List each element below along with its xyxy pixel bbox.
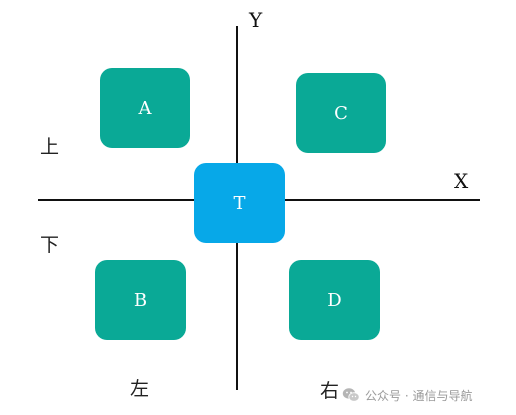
node-a: A xyxy=(100,68,190,148)
x-axis-label: X xyxy=(454,169,469,193)
node-d-label: D xyxy=(327,289,342,311)
node-b: B xyxy=(95,260,186,340)
node-c: C xyxy=(296,73,386,153)
node-c-label: C xyxy=(334,102,348,124)
node-b-label: B xyxy=(133,289,148,311)
node-t-label: T xyxy=(233,192,246,214)
direction-label-left: 左 xyxy=(130,378,150,400)
direction-label-right: 右 xyxy=(320,380,340,402)
direction-label-up: 上 xyxy=(40,136,60,158)
wechat-icon xyxy=(342,388,360,402)
watermark: 公众号 · 通信与导航 xyxy=(342,384,472,406)
y-axis-label: Y xyxy=(249,8,263,32)
node-a-label: A xyxy=(138,97,152,119)
node-d: D xyxy=(289,260,380,340)
node-t-center: T xyxy=(194,163,285,243)
direction-label-down: 下 xyxy=(40,234,60,256)
watermark-text: 公众号 · 通信与导航 xyxy=(365,388,473,403)
